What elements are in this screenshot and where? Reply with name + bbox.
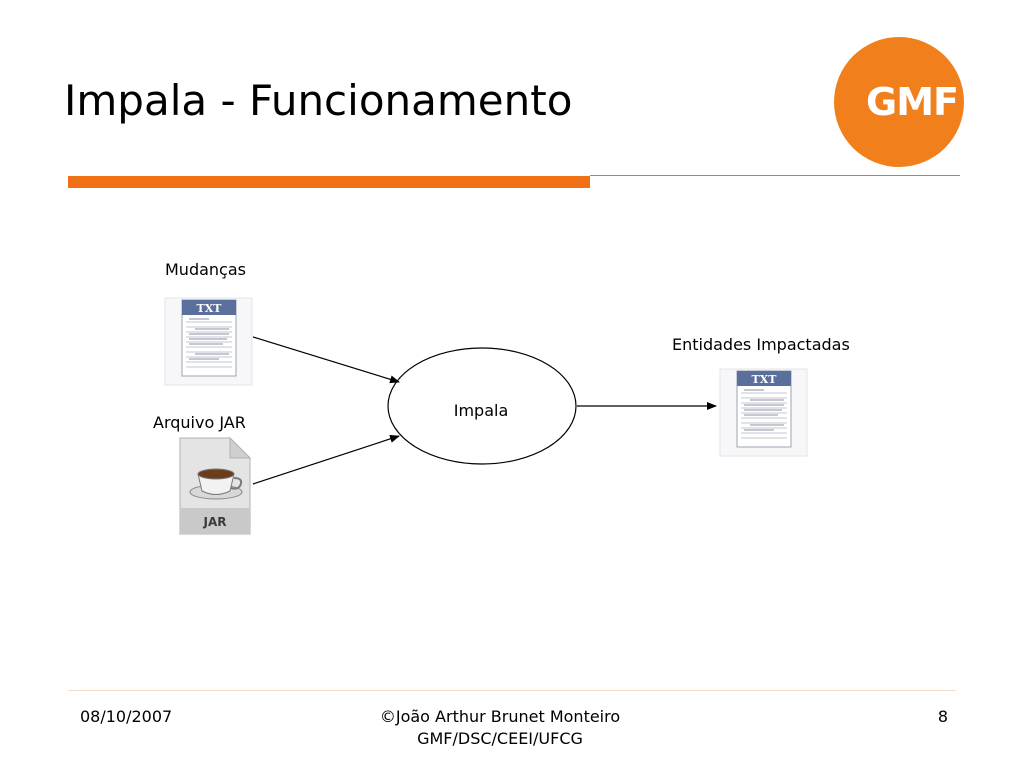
label-mudancas: Mudanças [165,260,246,279]
footer-author: ©João Arthur Brunet Monteiro [379,707,621,726]
txt-badge: TXT [752,373,778,386]
jar-file-icon: JAR [179,436,252,535]
txt-file-icon: TXT [164,297,253,386]
slide-title: Impala - Funcionamento [64,76,573,125]
title-underline-thin [590,175,960,176]
title-underline-thick [68,176,590,188]
label-impala: Impala [454,401,509,420]
txt-file-icon: TXT [719,368,808,457]
footer-date: 08/10/2007 [80,707,173,726]
jar-badge: JAR [203,515,227,529]
gmf-logo: GMF [834,37,964,167]
arrow-mudancas-to-impala [252,336,400,384]
footer-divider [68,690,956,691]
arrow-jar-to-impala [252,435,400,485]
impala-node: Impala [387,347,577,465]
logo-text: GMF [866,80,959,124]
footer-credit: ©João Arthur Brunet Monteiro GMF/DSC/CEE… [300,706,700,750]
label-entidades-impactadas: Entidades Impactadas [672,335,850,354]
footer-org: GMF/DSC/CEEI/UFCG [417,729,583,748]
page-number: 8 [937,707,948,726]
label-arquivo-jar: Arquivo JAR [153,413,246,432]
txt-badge: TXT [197,302,223,315]
